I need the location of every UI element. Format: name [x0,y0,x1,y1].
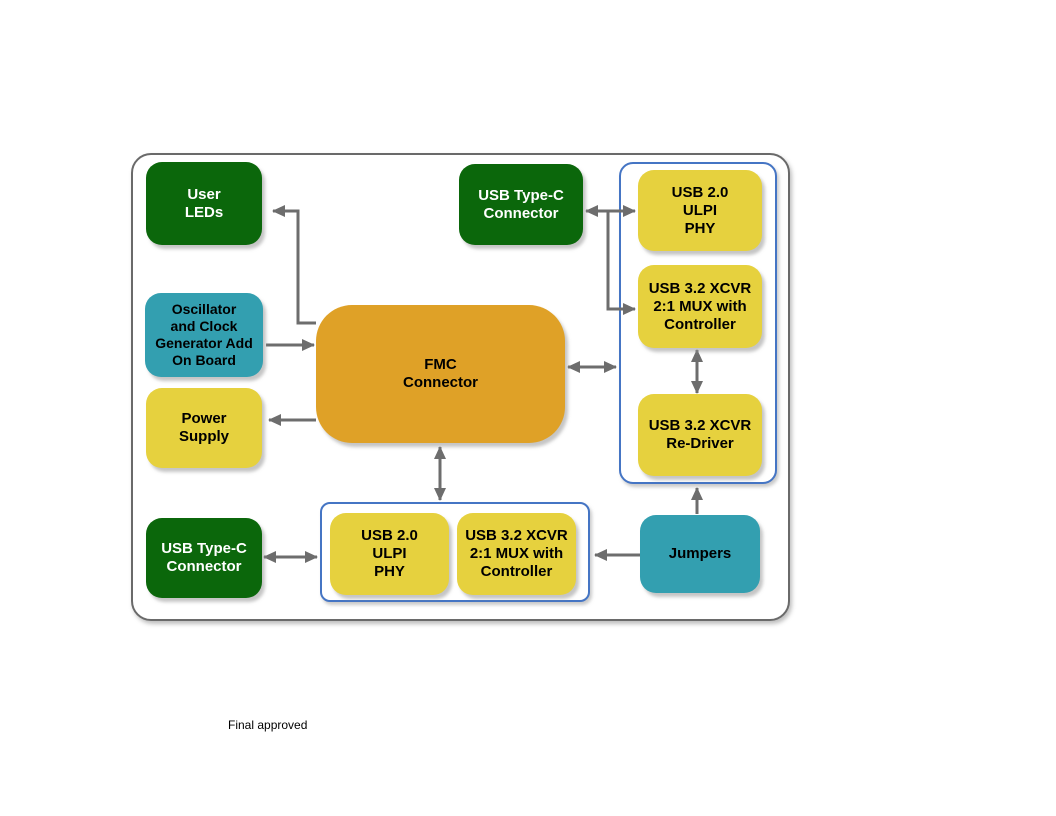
node-label-line: LEDs [184,203,224,221]
node-usb32-mux-bottom: USB 3.2 XCVR 2:1 MUX with Controller [457,513,576,595]
node-label-line: and Clock [170,318,238,334]
node-label-line: 2:1 MUX with [469,545,564,562]
node-label-line: Power [181,410,227,427]
node-fmc-connector: FMC Connector [316,305,565,443]
node-label-line: Connector [166,558,242,575]
node-label-line: USB 3.2 XCVR [648,279,752,297]
node-label-line: ULPI [682,201,718,219]
node-label-line: Jumpers [668,545,732,562]
node-usb2-ulpi-phy-right: USB 2.0 ULPI PHY [638,170,762,251]
node-label-line: PHY [374,563,405,580]
node-label-line: PHY [684,219,716,237]
caption-final-approved: Final approved [228,718,308,732]
node-label-line: FMC [424,356,457,373]
node-label-line: Controller [664,315,736,333]
node-label-line: Supply [178,428,229,445]
node-oscillator-clock-generator: Oscillator and Clock Generator Add On Bo… [145,293,263,377]
node-label-line: User [187,185,221,203]
node-usb-type-c-top: USB Type-C Connector [459,164,583,245]
node-label-line: USB 3.2 XCVR [648,417,752,434]
node-user-leds: User LEDs [146,162,262,245]
node-usb-type-c-bottom: USB Type-C Connector [146,518,262,598]
node-usb32-redriver: USB 3.2 XCVR Re-Driver [638,394,762,476]
node-label-line: 2:1 MUX with [653,297,747,315]
node-label-line: USB Type-C [478,186,564,204]
node-label-line: Controller [480,563,553,580]
node-label-line: USB 3.2 XCVR [465,527,568,544]
node-label-line: Re-Driver [666,435,734,452]
node-label-line: USB 2.0 [671,183,729,201]
node-jumpers: Jumpers [640,515,760,593]
node-label-line: On Board [172,352,236,368]
node-label-line: Connector [403,374,478,391]
node-label-line: ULPI [372,545,407,562]
node-usb32-mux-right: USB 3.2 XCVR 2:1 MUX with Controller [638,265,762,348]
node-label-line: USB 2.0 [361,527,418,544]
node-label-line: USB Type-C [161,540,247,557]
node-label-line: Generator Add [155,335,253,351]
node-power-supply: Power Supply [146,388,262,468]
node-label-line: Connector [483,204,559,222]
node-label-line: Oscillator [171,301,237,317]
node-usb2-ulpi-phy-bottom: USB 2.0 ULPI PHY [330,513,449,595]
